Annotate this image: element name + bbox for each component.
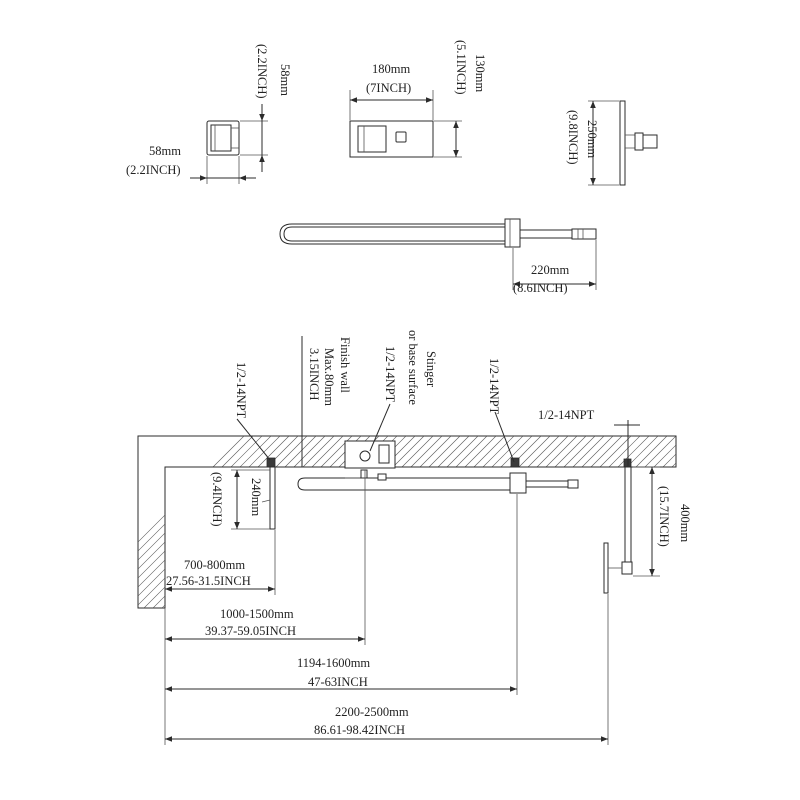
diverter-width-label: 58mm (149, 144, 181, 158)
npt-bar-label: 1/2-14NPT (487, 358, 501, 415)
dim-3-inch-label: 47-63INCH (308, 675, 368, 689)
npt-left-label: 1/2-14NPT (234, 362, 248, 419)
handheld-on-wall (297, 469, 579, 494)
stinger-label: Stinger (424, 351, 438, 388)
dimension-700-800 (165, 530, 276, 595)
valve-width-dimension (349, 90, 434, 120)
head-diameter-dimension (588, 100, 619, 186)
dim-1-inch-label: 27.56-31.5INCH (166, 574, 251, 588)
valve-height-dimension (434, 120, 462, 158)
dimension-1194-1600 (165, 494, 518, 695)
hatch-line (708, 430, 800, 620)
npt-bar-leader (494, 411, 515, 463)
base-surface-label: or base surface (406, 330, 420, 405)
dim-1-label: 700-800mm (184, 558, 245, 572)
diverter-width-dimension (190, 156, 256, 184)
slide-bar-bracket (261, 457, 276, 530)
arm-drop-label: 400mm (678, 504, 692, 542)
valve-box (344, 440, 396, 469)
valve-width-inch-label: (7INCH) (366, 81, 411, 95)
bracket-height-label: 240mm (249, 478, 263, 516)
hatch-line (690, 430, 800, 620)
arm-drop-inch-label: (15.7INCH) (657, 486, 671, 547)
handheld-length-dimension (512, 240, 597, 290)
diverter-height-dimension (240, 104, 268, 172)
diverter-height-label: 58mm (278, 64, 292, 96)
handheld-shower-view (279, 218, 597, 248)
slide-bar-connector (510, 457, 520, 468)
npt-valve-leader (369, 403, 391, 452)
dim-2-label: 1000-1500mm (220, 607, 294, 621)
shower-arm (603, 458, 633, 594)
npt-left-leader (236, 418, 271, 461)
hatch-line (681, 430, 800, 620)
hatch-line (138, 436, 260, 608)
dimension-1000-1500 (164, 470, 366, 745)
diverter-width-inch-label: (2.2INCH) (126, 163, 181, 177)
arm-drop-dimension (633, 466, 660, 577)
diverter-height-inch-label: (2.2INCH) (255, 44, 269, 99)
handheld-length-inch-label: (8.6INCH) (513, 281, 568, 295)
bracket-height-inch-label: (9.4INCH) (210, 472, 224, 527)
dimension-2200-2500 (165, 594, 609, 745)
head-diameter-inch-label: (9.8INCH) (566, 110, 580, 165)
diverter-side-view (206, 120, 240, 156)
handheld-length-label: 220mm (531, 263, 569, 277)
valve-height-label: 130mm (473, 54, 487, 92)
hatch-line (699, 430, 800, 620)
dim-4-label: 2200-2500mm (335, 705, 409, 719)
hatch-line (138, 436, 251, 608)
npt-valve-label: 1/2-14NPT (383, 346, 397, 403)
dim-4-inch-label: 86.61-98.42INCH (314, 723, 405, 737)
npt-arm-leader (614, 420, 640, 466)
shower-head-side-view (619, 100, 658, 186)
head-diameter-label: 250mm (585, 120, 599, 158)
hatch-line (717, 430, 800, 620)
valve-front-view (349, 120, 434, 158)
valve-height-inch-label: (5.1INCH) (454, 40, 468, 95)
max-depth-inch-label: 3.15INCH (307, 348, 321, 400)
valve-width-label: 180mm (372, 62, 410, 76)
dim-2-inch-label: 39.37-59.05INCH (205, 624, 296, 638)
npt-arm-label: 1/2-14NPT (538, 408, 595, 422)
max-depth-label: Max.80mm (322, 348, 336, 406)
bracket-height-dimension (231, 469, 270, 530)
finish-wall-label: Finish wall (338, 337, 352, 393)
dim-3-label: 1194-1600mm (297, 656, 370, 670)
